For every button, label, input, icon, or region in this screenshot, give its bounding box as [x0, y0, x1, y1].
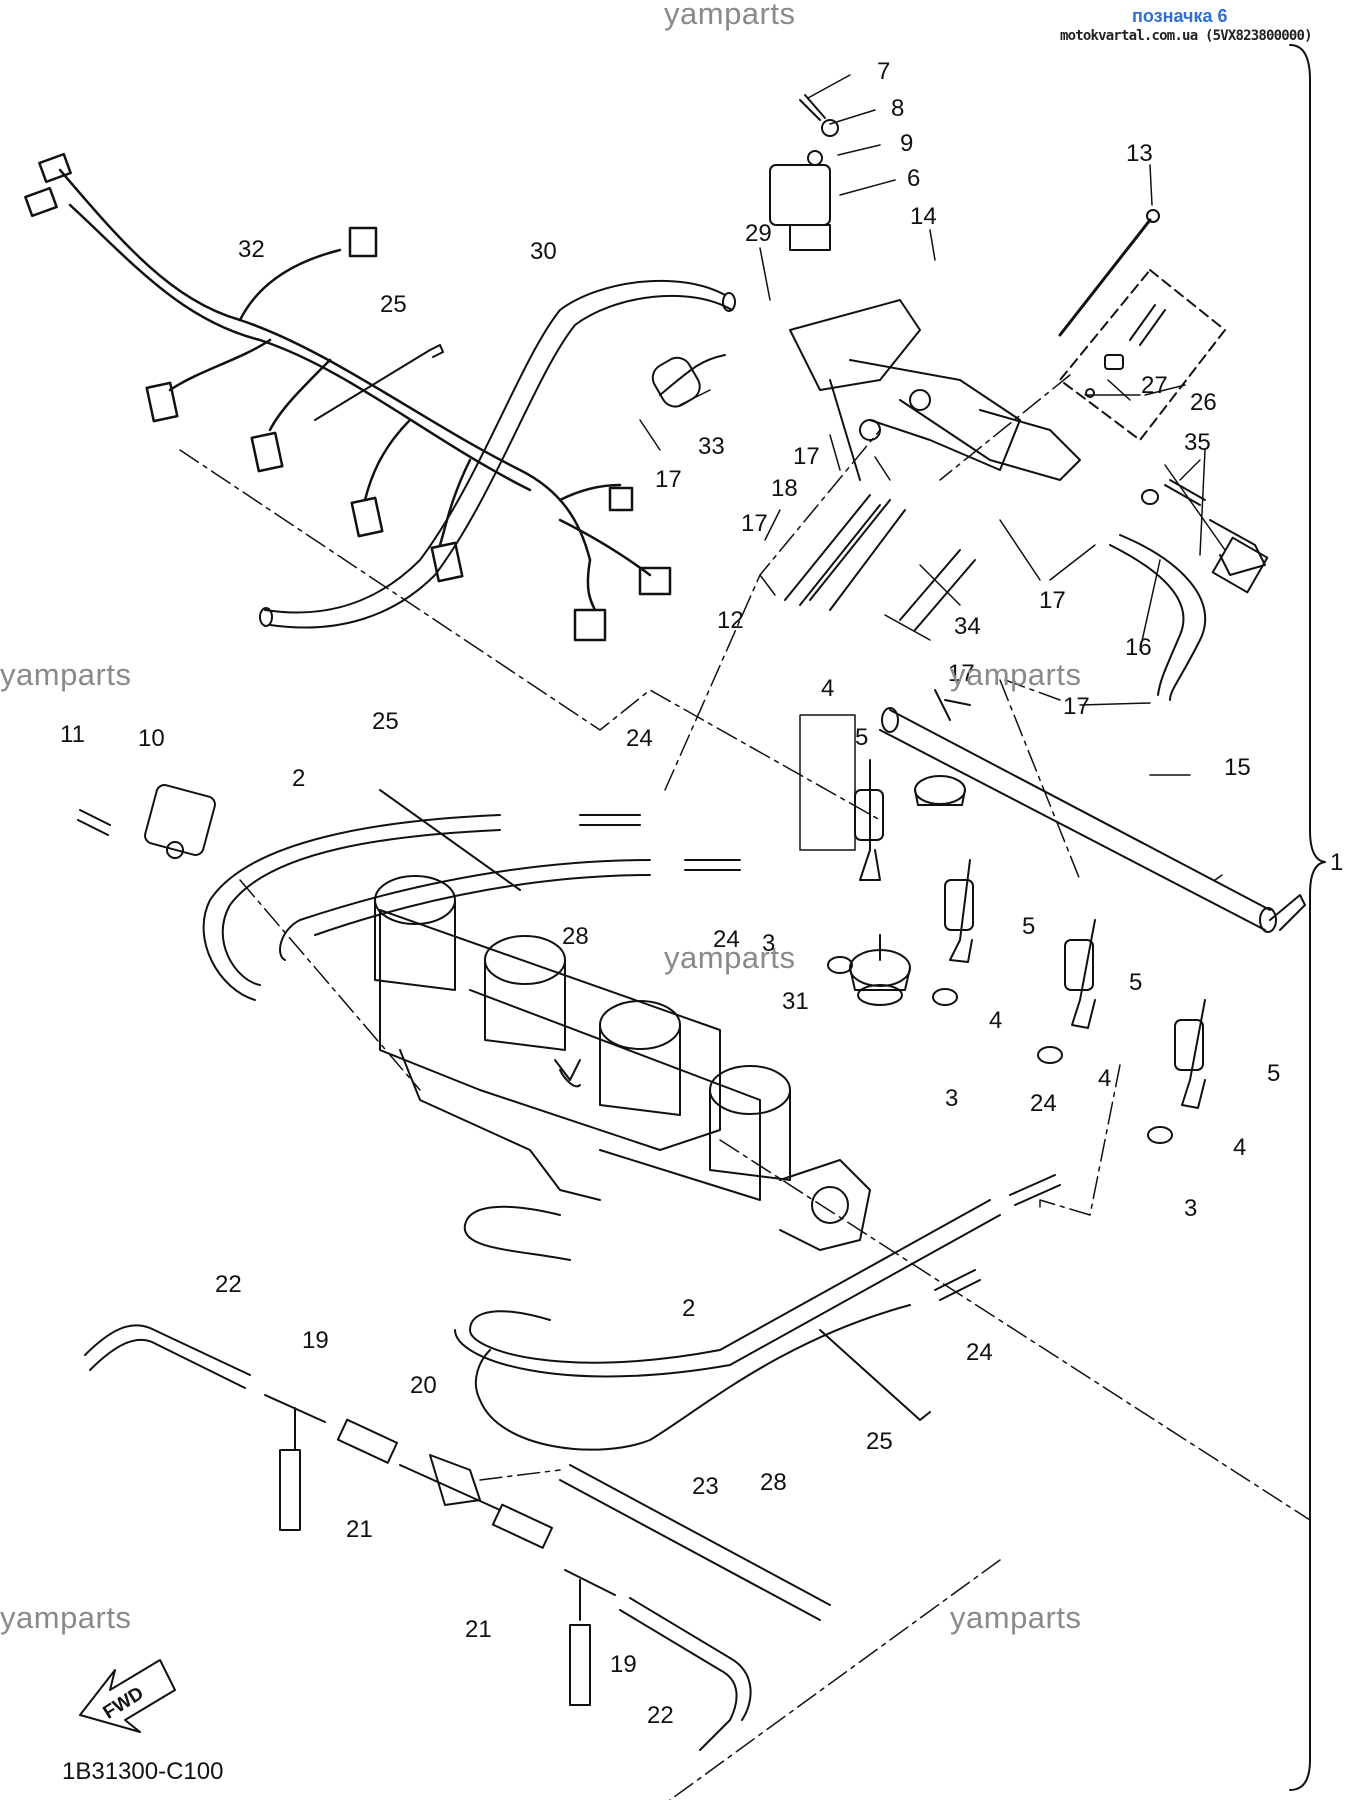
joint-19-left — [264, 1394, 326, 1451]
hose-22-right — [619, 1597, 752, 1751]
callout-24: 24 — [713, 926, 740, 953]
callout-28: 28 — [562, 923, 589, 950]
callout-17: 17 — [1039, 587, 1066, 614]
pressure-sensor — [769, 94, 839, 251]
callout-10: 10 — [138, 725, 165, 752]
callout-17: 17 — [655, 466, 682, 493]
wire-harness — [24, 152, 672, 642]
bracket-assembly — [789, 299, 1081, 481]
callout-25: 25 — [372, 708, 399, 735]
hose-16 — [1109, 534, 1207, 701]
callout-13: 13 — [1126, 140, 1153, 167]
callout-24: 24 — [626, 725, 653, 752]
callout-22: 22 — [647, 1702, 674, 1729]
callout-labels: 1 2 2 3 3 3 3 4 4 4 4 5 5 5 5 6 7 8 9 10… — [60, 58, 1343, 1729]
callout-17: 17 — [1063, 693, 1090, 720]
callout-21: 21 — [346, 1516, 373, 1543]
callout-4: 4 — [1233, 1134, 1246, 1161]
hose-18 — [809, 499, 906, 611]
callout-5: 5 — [1129, 969, 1142, 996]
hose-28-upper — [279, 859, 651, 961]
hose-30-outer — [269, 294, 733, 629]
callout-19: 19 — [610, 1651, 637, 1678]
hose-22-left — [84, 1324, 251, 1389]
callout-31: 31 — [782, 988, 809, 1015]
callout-19: 19 — [302, 1327, 329, 1354]
fwd-label: FWD — [100, 1683, 148, 1724]
callout-5: 5 — [1267, 1060, 1280, 1087]
callout-22: 22 — [215, 1271, 242, 1298]
fwd-arrow — [79, 1659, 176, 1733]
callout-5: 5 — [855, 724, 868, 751]
watermark: yamparts — [664, 0, 796, 31]
callout-25: 25 — [380, 291, 407, 318]
callout-17: 17 — [793, 443, 820, 470]
bolt-13 — [1058, 218, 1152, 337]
callout-32: 32 — [238, 236, 265, 263]
watermark: yamparts — [0, 1600, 132, 1635]
pressure-regulator — [849, 775, 966, 1006]
callout-14: 14 — [910, 203, 937, 230]
callout-8: 8 — [891, 95, 904, 122]
hose-2-upper — [202, 814, 501, 1001]
hose-2-lower — [454, 1199, 1001, 1378]
callout-26: 26 — [1190, 389, 1217, 416]
watermark: yamparts — [0, 657, 132, 692]
callout-7: 7 — [877, 58, 890, 85]
callout-15: 15 — [1224, 754, 1251, 781]
callout-1: 1 — [1330, 849, 1343, 876]
joint-20 — [399, 1454, 501, 1511]
callout-24: 24 — [966, 1339, 993, 1366]
callout-30: 30 — [530, 238, 557, 265]
watermark: yamparts — [664, 940, 796, 975]
callout-4: 4 — [1098, 1065, 1111, 1092]
hose-33 — [659, 354, 726, 396]
hose-23 — [559, 1464, 831, 1621]
callout-18: 18 — [771, 475, 798, 502]
callout-3: 3 — [762, 930, 775, 957]
assembly-bracket — [1289, 44, 1326, 1791]
diagram-code: 1B31300-C100 — [62, 1758, 224, 1785]
callout-2: 2 — [292, 765, 305, 792]
callout-5: 5 — [1022, 913, 1035, 940]
callout-2: 2 — [682, 1295, 695, 1322]
callout-34: 34 — [954, 613, 981, 640]
callout-4: 4 — [821, 675, 834, 702]
callout-27: 27 — [1141, 372, 1168, 399]
callout-23: 23 — [692, 1473, 719, 1500]
hose-28-lower — [474, 1304, 911, 1451]
callout-17: 17 — [741, 510, 768, 537]
diagram-marker: позначка 6 — [1132, 6, 1228, 26]
callout-11: 11 — [60, 721, 85, 748]
callout-24: 24 — [1030, 1090, 1057, 1117]
callout-35: 35 — [1184, 429, 1211, 456]
callout-3: 3 — [945, 1085, 958, 1112]
callout-20: 20 — [410, 1372, 437, 1399]
callout-9: 9 — [900, 130, 913, 157]
joint-19-right — [564, 1569, 616, 1621]
callout-28: 28 — [760, 1469, 787, 1496]
hose-30 — [264, 279, 726, 614]
callout-21: 21 — [465, 1616, 492, 1643]
source-reference: motokvartal.com.ua (5VX823800000) — [1060, 28, 1313, 44]
callout-6: 6 — [907, 165, 920, 192]
callout-3: 3 — [1184, 1195, 1197, 1222]
fuel-rail — [879, 689, 1306, 933]
callout-29: 29 — [745, 220, 772, 247]
watermark: yamparts — [950, 1600, 1082, 1635]
watermark: yamparts — [950, 657, 1082, 692]
callout-12: 12 — [717, 607, 744, 634]
callout-17: 17 — [948, 660, 975, 687]
callout-33: 33 — [698, 433, 725, 460]
callout-16: 16 — [1125, 634, 1152, 661]
throttle-body — [374, 875, 871, 1251]
hose-34 — [899, 549, 976, 631]
kit-box — [1059, 269, 1226, 441]
callout-4: 4 — [989, 1007, 1002, 1034]
callout-25: 25 — [866, 1428, 893, 1455]
